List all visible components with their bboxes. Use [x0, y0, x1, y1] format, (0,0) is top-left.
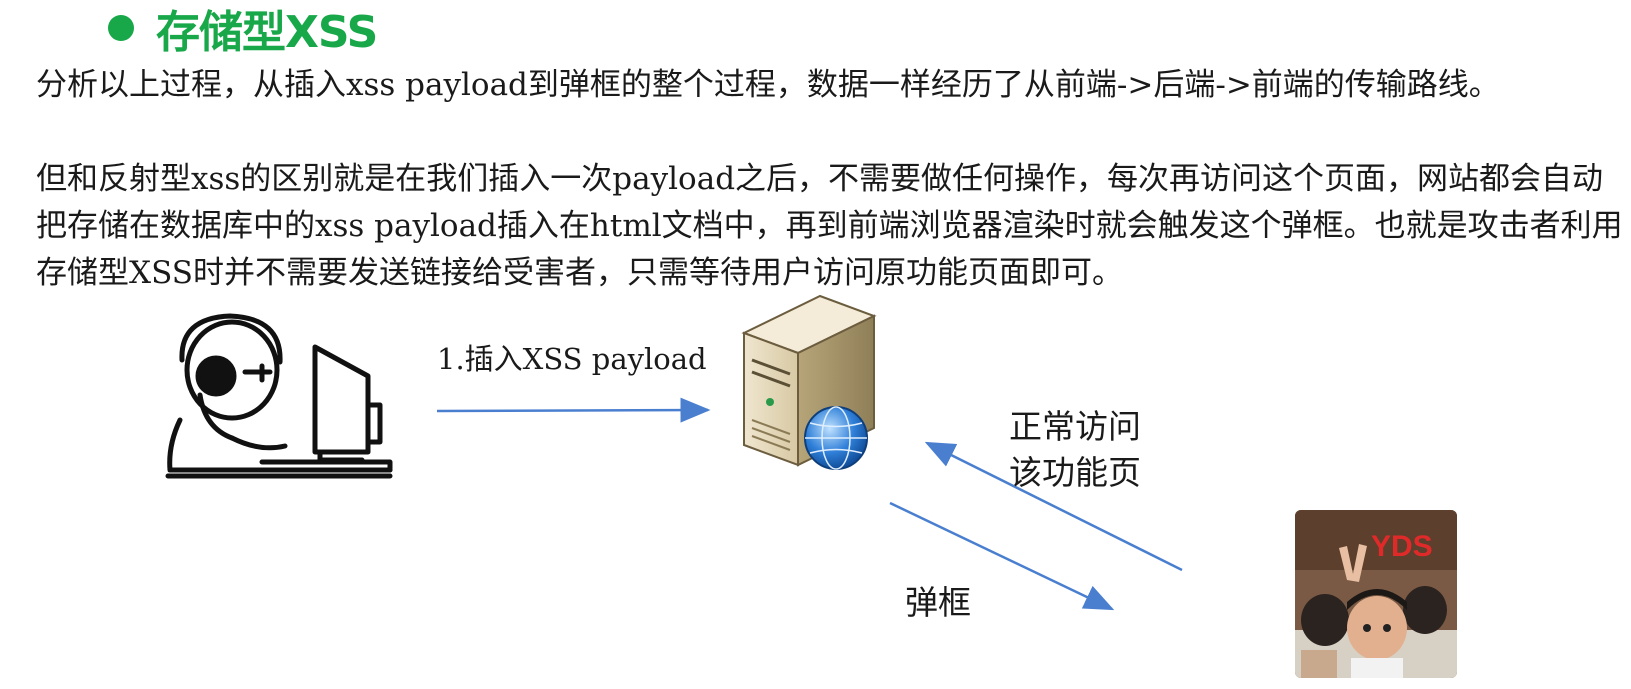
- paragraph-difference: 但和反射型xss的区别就是在我们插入一次payload之后，不需要做任何操作，每…: [36, 161, 1623, 291]
- arrow-normal-visit: [924, 441, 1183, 572]
- photo-caption: YDS: [1371, 530, 1433, 563]
- arrow-insert-payload: [436, 397, 711, 423]
- bullet-dot: [108, 15, 134, 41]
- heading-title: 存储型XSS: [156, 7, 378, 58]
- label-normal-visit: 正常访问 该功能页: [1009, 404, 1141, 496]
- label-normal-visit-line1: 正常访问: [1009, 407, 1141, 446]
- label-insert-payload: 1.插入XSS payload: [437, 342, 707, 376]
- server-globe-icon: [741, 294, 877, 470]
- paragraph-process: 分析以上过程，从插入xss payload到弹框的整个过程，数据一样经历了从前端…: [36, 67, 1500, 103]
- arrow-popup: [889, 501, 1115, 611]
- label-normal-visit-line2: 该功能页: [1009, 453, 1141, 492]
- label-popup: 弹框: [905, 583, 971, 622]
- victim-photo: YDS: [1295, 510, 1457, 678]
- section-heading: 存储型XSS: [108, 0, 378, 60]
- hacker-computer-icon: [165, 313, 393, 479]
